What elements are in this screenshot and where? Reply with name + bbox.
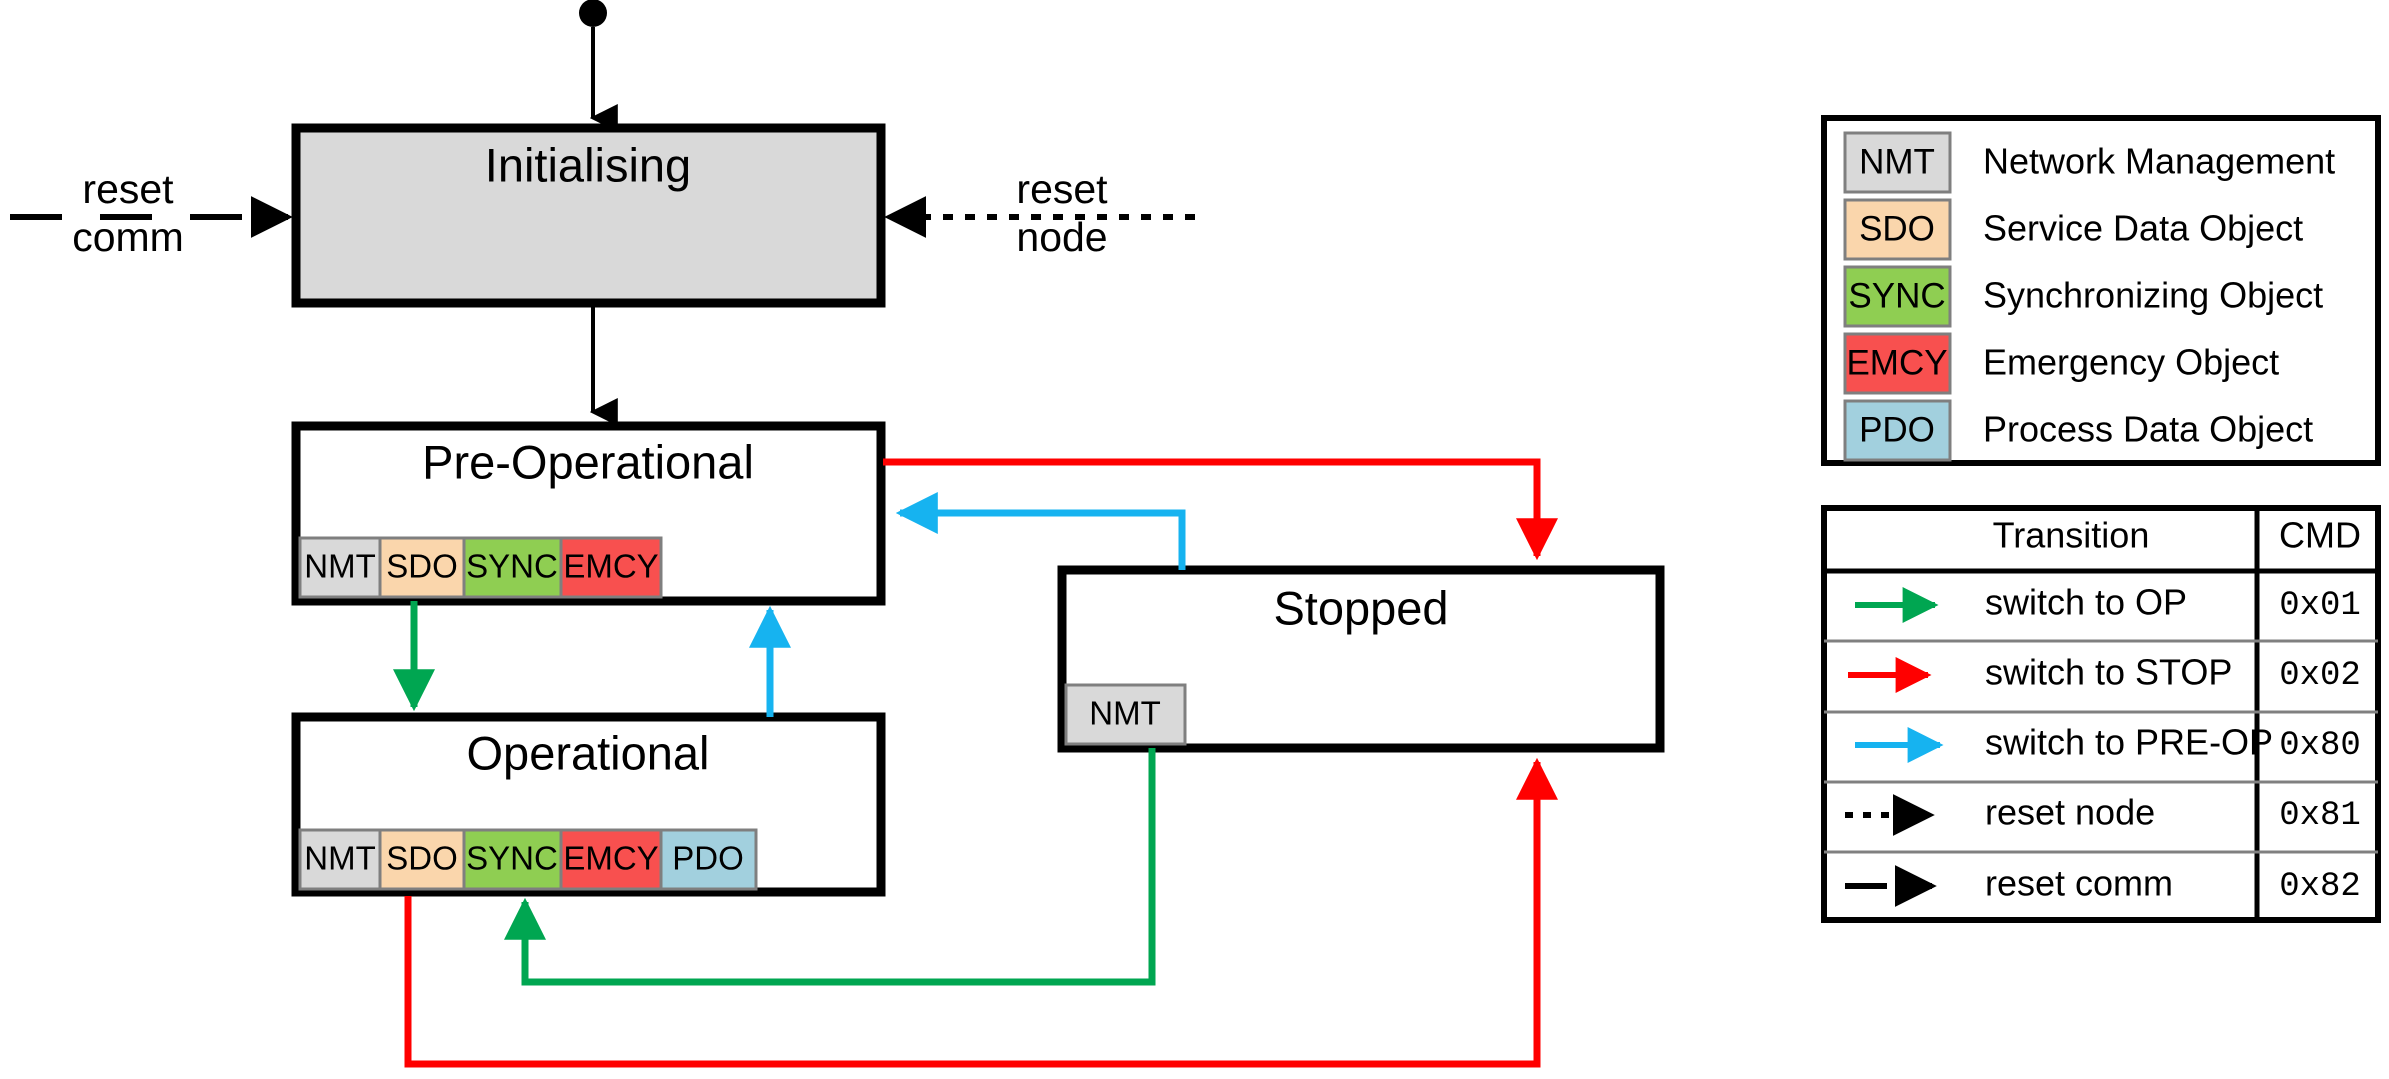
legend-item: NMT Network Management <box>1843 131 2335 194</box>
reset-node-label-line2: node <box>1016 214 1107 260</box>
legend-description-emcy: Emergency Object <box>1983 342 2279 383</box>
badge-emcy-label: EMCY <box>563 548 658 585</box>
badge-sdo <box>378 536 466 599</box>
badge-pdo-label: PDO <box>672 840 744 877</box>
row-label-reset-node: reset node <box>1985 792 2155 833</box>
badge-sdo-label: SDO <box>386 548 458 585</box>
badge-pdo <box>659 828 758 891</box>
row-cmd-switch-to-op: 0x01 <box>2279 587 2361 625</box>
initial-state-dot <box>579 0 607 27</box>
badge-nmt-label: NMT <box>304 840 375 877</box>
table-row[interactable]: switch to STOP 0x02 <box>1824 652 2378 714</box>
initial-state-marker <box>579 0 618 132</box>
legend-badge-nmt <box>1843 131 1952 194</box>
legend-badge-nmt-label: NMT <box>1859 142 1935 181</box>
badge-nmt <box>298 536 382 599</box>
state-stopped-label: Stopped <box>1273 581 1448 634</box>
table-row[interactable]: switch to PRE-OP 0x80 <box>1824 722 2378 784</box>
legend-panel: NMT Network Management SDO Service Data … <box>1821 115 2381 466</box>
legend-badge-pdo-label: PDO <box>1859 410 1935 449</box>
state-operational[interactable]: Operational NMT SDO SYNC EMCY PDO <box>291 712 886 897</box>
legend-item: EMCY Emergency Object <box>1843 332 2279 395</box>
legend-badge-sdo <box>1843 198 1952 261</box>
badge-sdo <box>378 828 466 891</box>
state-stopped[interactable]: Stopped NMT <box>1057 565 1665 753</box>
legend-item: SDO Service Data Object <box>1843 198 2303 261</box>
transition-preop-to-stopped-red <box>883 458 1558 561</box>
badge-emcy <box>559 536 663 599</box>
reset-node-label-line1: reset <box>1016 166 1108 212</box>
row-label-switch-to-stop: switch to STOP <box>1985 652 2232 693</box>
badge-emcy <box>559 828 663 891</box>
state-initialising[interactable]: Initialising <box>291 123 886 308</box>
transition-table-header-row: Transition CMD <box>1824 515 2378 574</box>
row-cmd-switch-to-pre-op: 0x80 <box>2279 727 2361 765</box>
legend-description-sync: Synchronizing Object <box>1983 275 2323 316</box>
reset-comm-label-line1: reset <box>82 166 174 212</box>
legend-description-pdo: Process Data Object <box>1983 409 2313 450</box>
badge-sync-label: SYNC <box>466 548 558 585</box>
legend-badge-emcy-label: EMCY <box>1846 343 1947 382</box>
state-operational-label: Operational <box>467 726 710 779</box>
transition-stopped-to-preop-blue <box>895 492 1186 570</box>
row-cmd-reset-comm: 0x82 <box>2279 868 2361 906</box>
state-pre-operational[interactable]: Pre-Operational NMT SDO SYNC EMCY <box>291 421 886 606</box>
legend-badge-pdo <box>1843 399 1952 462</box>
row-cmd-switch-to-stop: 0x02 <box>2279 657 2361 695</box>
transition-op-to-stopped-red <box>404 757 1558 1068</box>
badge-nmt <box>1064 683 1187 746</box>
legend-description-sdo: Service Data Object <box>1983 208 2303 249</box>
transition-reset-node[interactable]: reset node <box>884 166 1195 260</box>
state-initialising-box <box>291 123 886 308</box>
legend-badge-sync <box>1843 265 1952 328</box>
legend-badge-sync-label: SYNC <box>1848 276 1945 315</box>
reset-comm-label-line2: comm <box>72 214 184 260</box>
badge-sync <box>462 536 563 599</box>
badge-sdo-label: SDO <box>386 840 458 877</box>
transition-table-header-cmd: CMD <box>2279 515 2361 556</box>
badge-sync-label: SYNC <box>466 840 558 877</box>
legend-badge-sdo-label: SDO <box>1859 209 1935 248</box>
row-label-switch-to-op: switch to OP <box>1985 582 2187 623</box>
state-pre-operational-label: Pre-Operational <box>422 435 754 488</box>
row-label-reset-comm: reset comm <box>1985 863 2173 904</box>
row-cmd-reset-node: 0x81 <box>2279 797 2361 835</box>
badge-nmt-label: NMT <box>1089 695 1160 732</box>
transition-reset-comm[interactable]: reset comm <box>10 166 293 260</box>
legend-item: SYNC Synchronizing Object <box>1843 265 2323 328</box>
legend-description-nmt: Network Management <box>1983 141 2335 182</box>
legend-item: PDO Process Data Object <box>1843 399 2313 462</box>
row-label-switch-to-pre-op: switch to PRE-OP <box>1985 722 2273 763</box>
table-row[interactable]: switch to OP 0x01 <box>1824 582 2378 643</box>
badge-emcy-label: EMCY <box>563 840 658 877</box>
table-row[interactable]: reset comm 0x82 <box>1845 863 2361 907</box>
transition-table: Transition CMD switch to OP 0x01 switch … <box>1821 505 2381 923</box>
badge-nmt-label: NMT <box>304 548 375 585</box>
state-initialising-label: Initialising <box>485 138 691 191</box>
transition-stopped-to-op-green <box>504 748 1156 986</box>
legend-badge-emcy <box>1843 332 1952 395</box>
transition-table-header-transition: Transition <box>1993 515 2150 556</box>
table-row[interactable]: reset node 0x81 <box>1824 792 2378 854</box>
